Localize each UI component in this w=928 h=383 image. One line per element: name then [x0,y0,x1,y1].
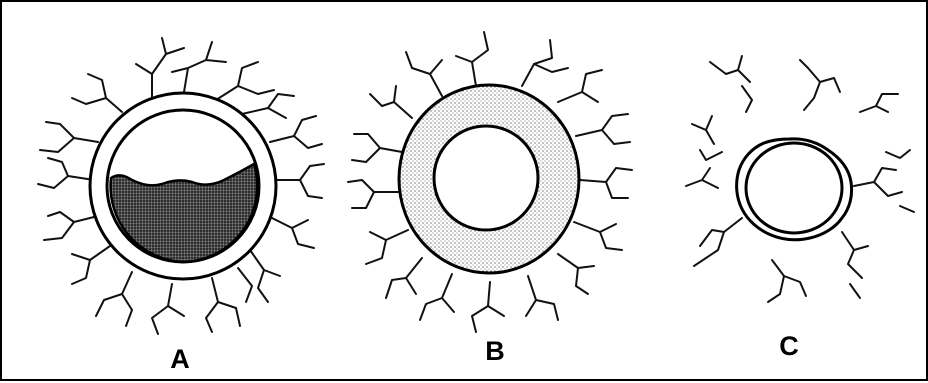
panel-c: C [686,56,914,361]
panel-a: A [38,38,324,374]
spore-c-inner-wall [746,143,842,233]
spore-b-lumen [434,126,538,230]
panel-b: B [348,32,632,366]
panel-c-label: C [779,331,799,361]
panel-b-label: B [485,336,505,366]
panel-a-label: A [170,344,190,374]
